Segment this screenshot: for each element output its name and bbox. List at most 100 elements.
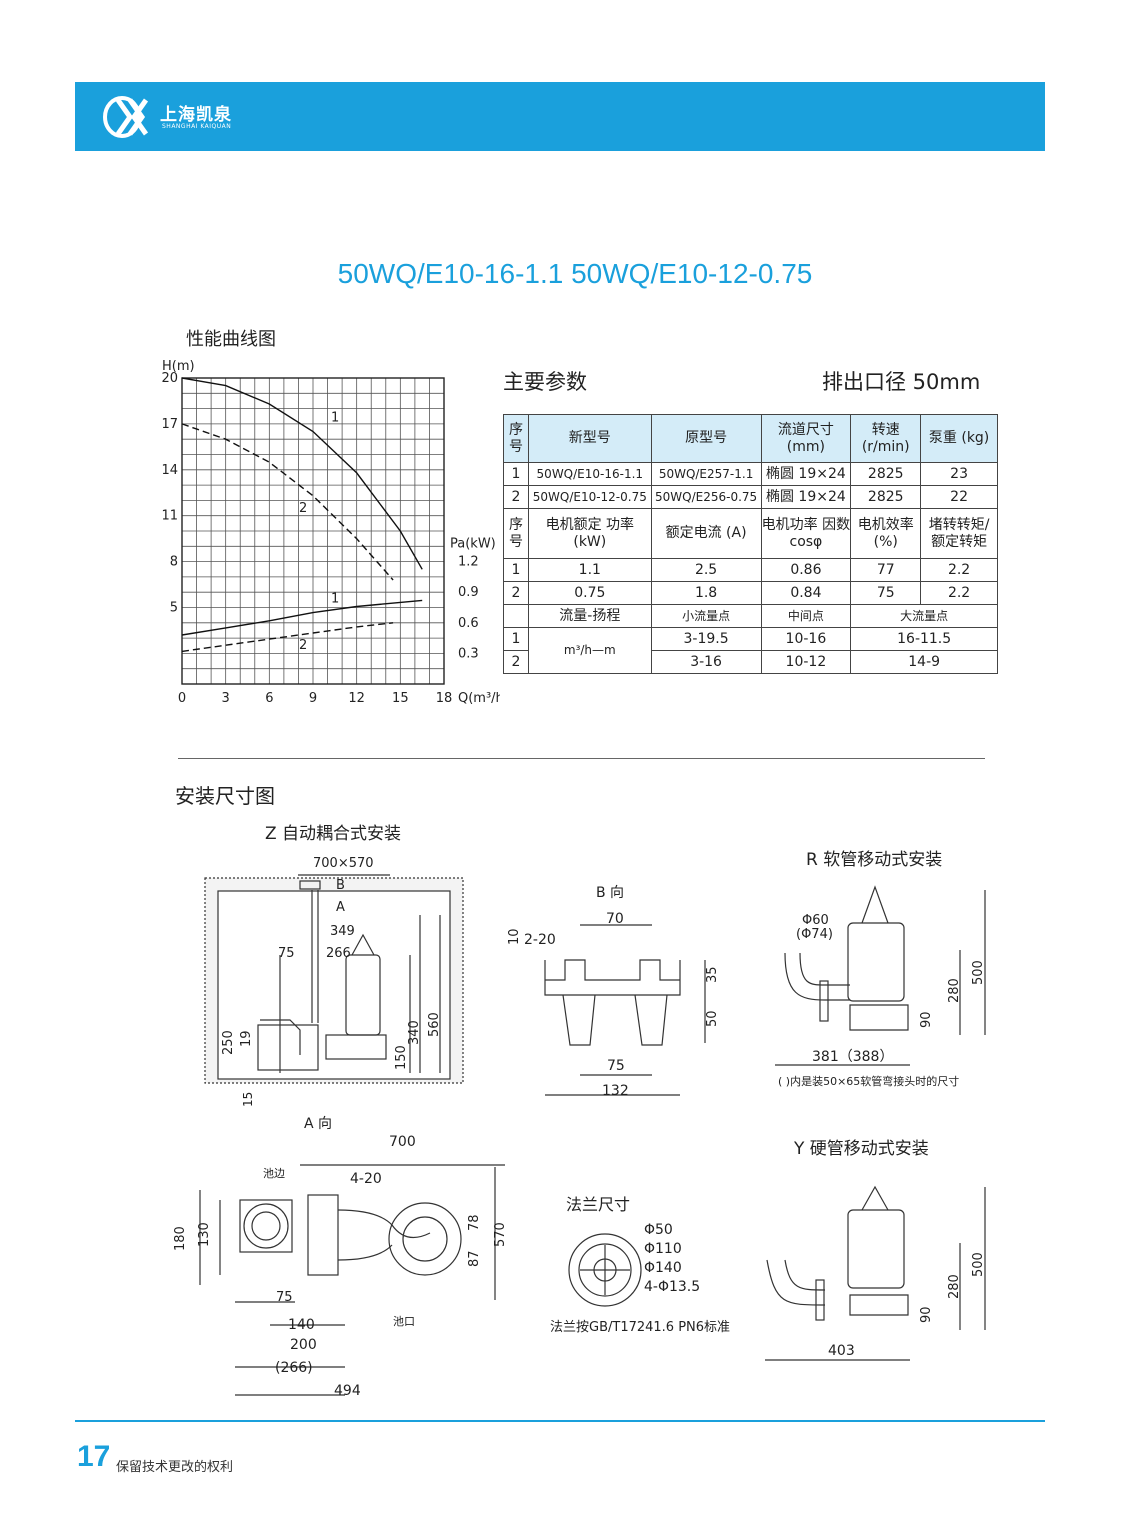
b-dim-10: 10 [507, 928, 522, 945]
z-dim-150: 150 [394, 1045, 409, 1070]
pool-mouth-label: 池口 [393, 1315, 415, 1328]
a-dim-200: 200 [290, 1337, 317, 1353]
y2-tick-label: 0.6 [458, 616, 479, 631]
th-old-model: 原型号 [650, 414, 762, 463]
a-dim-180: 180 [173, 1226, 188, 1251]
th3-flow-head: 流量-扬程 [527, 604, 652, 628]
z-label-b: B [336, 878, 345, 893]
flange-note: 法兰按GB/T17241.6 PN6标准 [550, 1320, 730, 1335]
y-tick-label: 11 [161, 509, 178, 524]
a-dim-78: 78 [467, 1214, 482, 1231]
performance-chart: 0369121518Q(m³/h)2017141185H(m)1.20.90.6… [161, 359, 500, 706]
z-dim-560: 560 [427, 1012, 442, 1037]
flange-dim-phi110: Φ110 [644, 1241, 682, 1257]
series-line-power-2 [181, 622, 394, 653]
series-label: 1 [331, 592, 339, 607]
table-row: 2 3-16 10-12 14-9 [503, 650, 998, 674]
flange-title: 法兰尺寸 [566, 1195, 630, 1214]
table-row: 1 50WQ/E10-16-1.1 50WQ/E257-1.1 椭圆 19×24… [503, 462, 998, 486]
b-view-label: B 向 [596, 885, 624, 901]
a-view-drawing [199, 1164, 505, 1396]
y-dim-403: 403 [828, 1343, 855, 1359]
r-dim-381: 381（388） [812, 1049, 893, 1065]
r-dim-500: 500 [971, 960, 986, 985]
page-number: 17 [77, 1440, 111, 1473]
z-label-a: A [336, 900, 345, 915]
y-tick-label: 20 [161, 371, 178, 386]
th3-mid: 中间点 [760, 604, 852, 628]
b-dim-75: 75 [607, 1058, 625, 1074]
th2-power: 电机额定 功率 (kW) [527, 508, 652, 559]
z-pit-drawing [204, 874, 464, 1084]
flow-unit: m³/h—m [527, 627, 652, 674]
th3-small: 小流量点 [650, 604, 762, 628]
a-dim-130: 130 [197, 1222, 212, 1247]
a-dim-4-20: 4-20 [350, 1171, 382, 1187]
series-label: 2 [299, 501, 307, 516]
table-row: 1 1.1 2.5 0.86 77 2.2 [503, 558, 998, 582]
a-dim-140: 140 [288, 1317, 315, 1333]
series-label: 2 [299, 638, 307, 653]
a-dim-75: 75 [276, 1290, 293, 1305]
z-dim-349: 349 [330, 924, 355, 939]
y-dim-280: 280 [947, 1274, 962, 1299]
chart-frame [181, 377, 445, 685]
header-bar [75, 82, 1045, 151]
th-new-model: 新型号 [527, 414, 652, 463]
y-title: Y 硬管移动式安装 [793, 1139, 929, 1159]
x-tick-label: 12 [348, 691, 365, 706]
series-label: 1 [331, 411, 339, 426]
th-channel: 流道尺寸 (mm) [760, 414, 852, 463]
z-dim-19: 19 [239, 1030, 254, 1047]
y-axis-label: H(m) [162, 359, 195, 374]
b-dim-70: 70 [606, 911, 624, 927]
r-dim-phi60: Φ60 [802, 913, 829, 928]
flange-dim-4-13.5: 4-Φ13.5 [644, 1279, 700, 1295]
y-drawing [765, 1185, 986, 1361]
y-tick-label: 17 [161, 417, 178, 432]
perf-section-title: 性能曲线图 [186, 329, 276, 350]
z-dim-700x570: 700×570 [313, 856, 374, 871]
brand-name-cn: 上海凯泉 [160, 105, 232, 125]
b-view-drawing [544, 924, 706, 1096]
y-tick-label: 8 [170, 555, 178, 570]
th2-torque: 堵转转矩/ 额定转矩 [920, 508, 998, 559]
flange-dim-phi140: Φ140 [644, 1260, 682, 1276]
y2-tick-label: 1.2 [458, 555, 479, 570]
z-dim-266: 266 [326, 946, 351, 961]
b-dim-50: 50 [705, 1010, 720, 1027]
x-tick-label: 6 [265, 691, 273, 706]
b-dim-132: 132 [602, 1083, 629, 1099]
th-weight: 泵重 (kg) [920, 414, 998, 463]
y2-tick-label: 0.3 [458, 646, 479, 661]
r-dim-90: 90 [919, 1011, 934, 1028]
y-dim-500: 500 [971, 1252, 986, 1277]
brand-name-en: SHANGHAI KAIQUAN [162, 123, 232, 130]
table-row: 1 m³/h—m 3-19.5 10-16 16-11.5 [503, 627, 998, 674]
x-tick-label: 9 [309, 691, 317, 706]
y2-axis-label: Pa(kW) [450, 537, 496, 552]
y-tick-label: 14 [161, 463, 178, 478]
flange-drawing [568, 1233, 642, 1307]
pool-edge-label: 池边 [263, 1167, 285, 1180]
b-dim-2-20: 2-20 [524, 932, 556, 948]
series-line-head-2 [181, 423, 394, 581]
r-note: ( )内是装50×65软管弯接头时的尺寸 [778, 1074, 959, 1088]
z-title: Z 自动耦合式安装 [265, 824, 401, 844]
r-drawing [775, 885, 986, 1066]
y2-tick-label: 0.9 [458, 585, 479, 600]
a-view-label: A 向 [304, 1116, 332, 1132]
section-divider [178, 758, 985, 759]
r-dim-phi74: (Φ74) [796, 927, 833, 942]
series-line-power-1 [181, 599, 423, 636]
r-title: R 软管移动式安装 [806, 850, 942, 870]
x-tick-label: 3 [222, 691, 230, 706]
y-tick-label: 5 [170, 601, 178, 616]
params-title: 主要参数 [503, 370, 587, 394]
table-row: 2 50WQ/E10-12-0.75 50WQ/E256-0.75 椭圆 19×… [503, 485, 998, 509]
z-dim-340: 340 [407, 1020, 422, 1045]
x-axis-label: Q(m³/h) [458, 691, 500, 706]
install-section-title: 安装尺寸图 [175, 784, 275, 808]
model-title: 50WQ/E10-16-1.1 50WQ/E10-12-0.75 [337, 258, 813, 289]
r-dim-280: 280 [947, 978, 962, 1003]
